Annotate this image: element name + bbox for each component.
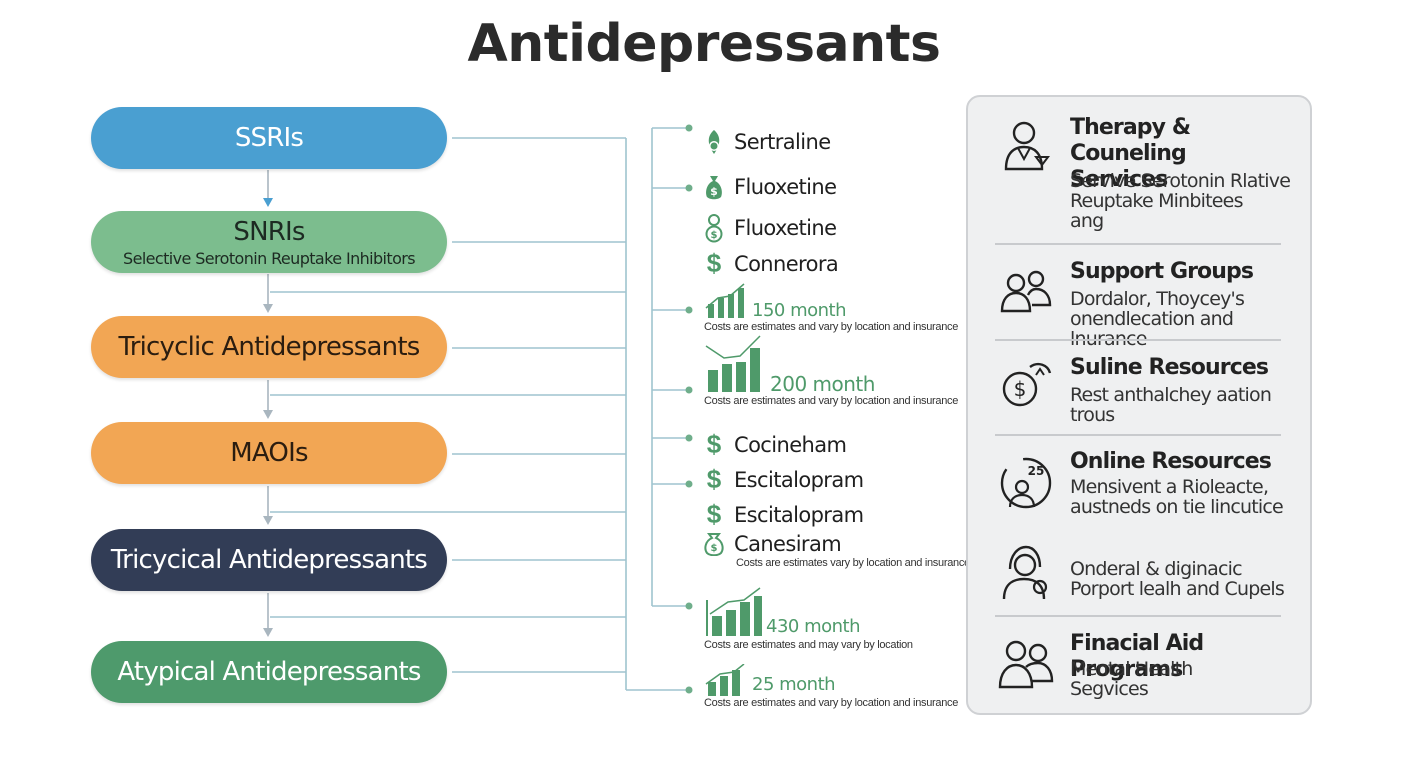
medication-item[interactable]: $ Fluoxetine: [702, 173, 837, 201]
class-label: MAOIs: [230, 438, 308, 468]
svg-text:$: $: [711, 230, 718, 241]
cost-note: Costs are estimates and vary by location…: [704, 321, 959, 333]
cost-note: Costs are estimates and may vary by loca…: [704, 639, 913, 651]
divider: [995, 339, 1281, 341]
medication-name: Fluoxetine: [734, 216, 837, 240]
medication-name: Escitalopram: [734, 502, 864, 527]
dollar-icon: $: [706, 464, 722, 494]
cost-note: Costs are estimates and vary by location…: [704, 395, 959, 407]
dollar-icon: $: [706, 499, 722, 529]
medication-name: Fluoxetine: [734, 175, 837, 199]
medication-name: Sertraline: [734, 130, 831, 154]
resource-text: Mensivent a Rioleacte, austneds on tie l…: [1070, 476, 1284, 518]
class-pill-atypical[interactable]: Atypical Antidepressants: [91, 641, 447, 703]
cost-note: Costs are estimates and vary by location…: [704, 697, 959, 709]
resource-text: Onderal & diginacic Porport lealh and Cu…: [1070, 558, 1285, 600]
class-label: SNRIs: [233, 216, 305, 247]
leaf-pill-icon: [702, 128, 726, 156]
bar-chart-icon: [706, 587, 762, 636]
bar-chart-icon: [705, 283, 745, 318]
medication-name: Escitalopram: [734, 467, 864, 492]
svg-text:$: $: [1014, 377, 1027, 401]
class-pill-tricyclic[interactable]: Tricyclic Antidepressants: [91, 316, 447, 378]
cost-amount: 25 month: [752, 674, 836, 695]
resource-title: Online Resources: [1070, 449, 1272, 474]
resource-text: Dordalor, Thoycey's onendlecation and ln…: [1070, 288, 1245, 350]
medication-item[interactable]: $ Cocineham: [702, 429, 847, 460]
medication-item[interactable]: $ Fluoxetine: [702, 213, 837, 243]
svg-text:$: $: [711, 543, 718, 554]
cost-amount: 200 month: [770, 372, 875, 396]
dollar-icon: $: [706, 429, 722, 459]
medication-name: Canesiram: [734, 532, 842, 556]
money-bag-icon: $: [702, 173, 726, 201]
resource-title: Suline Resources: [1070, 355, 1269, 380]
divider: [995, 243, 1281, 245]
cost-amount: 150 month: [752, 300, 847, 321]
class-pill-tricycical[interactable]: Tricycical Antidepressants: [91, 529, 447, 591]
class-label: Atypical Antidepressants: [117, 657, 421, 687]
cost-note: Costs are estimates vary by location and…: [736, 557, 970, 569]
page-title: Antidepressants: [467, 14, 941, 74]
medication-item[interactable]: Sertraline: [702, 128, 831, 156]
online-person-icon: 25: [1000, 457, 1052, 509]
resource-text: Mental Health Segvices: [1070, 658, 1193, 700]
dollar-cycle-icon: $: [1002, 362, 1052, 407]
medication-item[interactable]: $ Escitalopram: [702, 464, 864, 495]
dollar-icon: $: [706, 248, 722, 278]
resource-title: Finacial Aid Programs: [1070, 631, 1204, 682]
medication-item[interactable]: $ Escitalopram: [702, 499, 864, 530]
class-label: SSRIs: [234, 123, 304, 153]
cost-amount: 430 month: [766, 616, 861, 637]
counselor-icon: [1002, 545, 1048, 600]
bar-chart-icon: [705, 335, 761, 392]
group-icon: [1000, 270, 1052, 313]
medication-item[interactable]: $ Canesiram: [702, 532, 842, 556]
svg-text:$: $: [710, 185, 718, 198]
therapist-icon: [1004, 121, 1050, 171]
medication-item[interactable]: $ Connerora: [702, 248, 839, 279]
resources-panel: Therapy & Couneling Services Servive Ser…: [966, 95, 1312, 715]
resource-title: Support Groups: [1070, 259, 1254, 284]
money-bag-icon: $: [702, 532, 726, 556]
person-dollar-icon: $: [702, 213, 726, 243]
divider: [995, 615, 1281, 617]
divider: [995, 434, 1281, 436]
resource-text: Servive Serotonin Rlative Reuptake Minbi…: [1070, 170, 1291, 232]
class-pill-snris[interactable]: SNRIs Selective Serotonin Reuptake Inhib…: [91, 211, 447, 273]
class-label: Tricycical Antidepressants: [110, 545, 428, 575]
people-icon: [998, 640, 1054, 689]
svg-text:25: 25: [1028, 464, 1045, 478]
medication-name: Cocineham: [734, 432, 847, 457]
class-pill-ssris[interactable]: SSRIs: [91, 107, 447, 169]
medication-name: Connerora: [734, 251, 839, 276]
class-label: Tricyclic Antidepressants: [118, 332, 420, 362]
bar-chart-icon: [705, 664, 745, 696]
resource-title: Therapy & Couneling Services: [1070, 115, 1191, 192]
class-pill-maois[interactable]: MAOIs: [91, 422, 447, 484]
class-sublabel: Selective Serotonin Reuptake Inhibitors: [123, 248, 416, 268]
resource-text: Rest anthalchey aation trous: [1070, 384, 1272, 426]
